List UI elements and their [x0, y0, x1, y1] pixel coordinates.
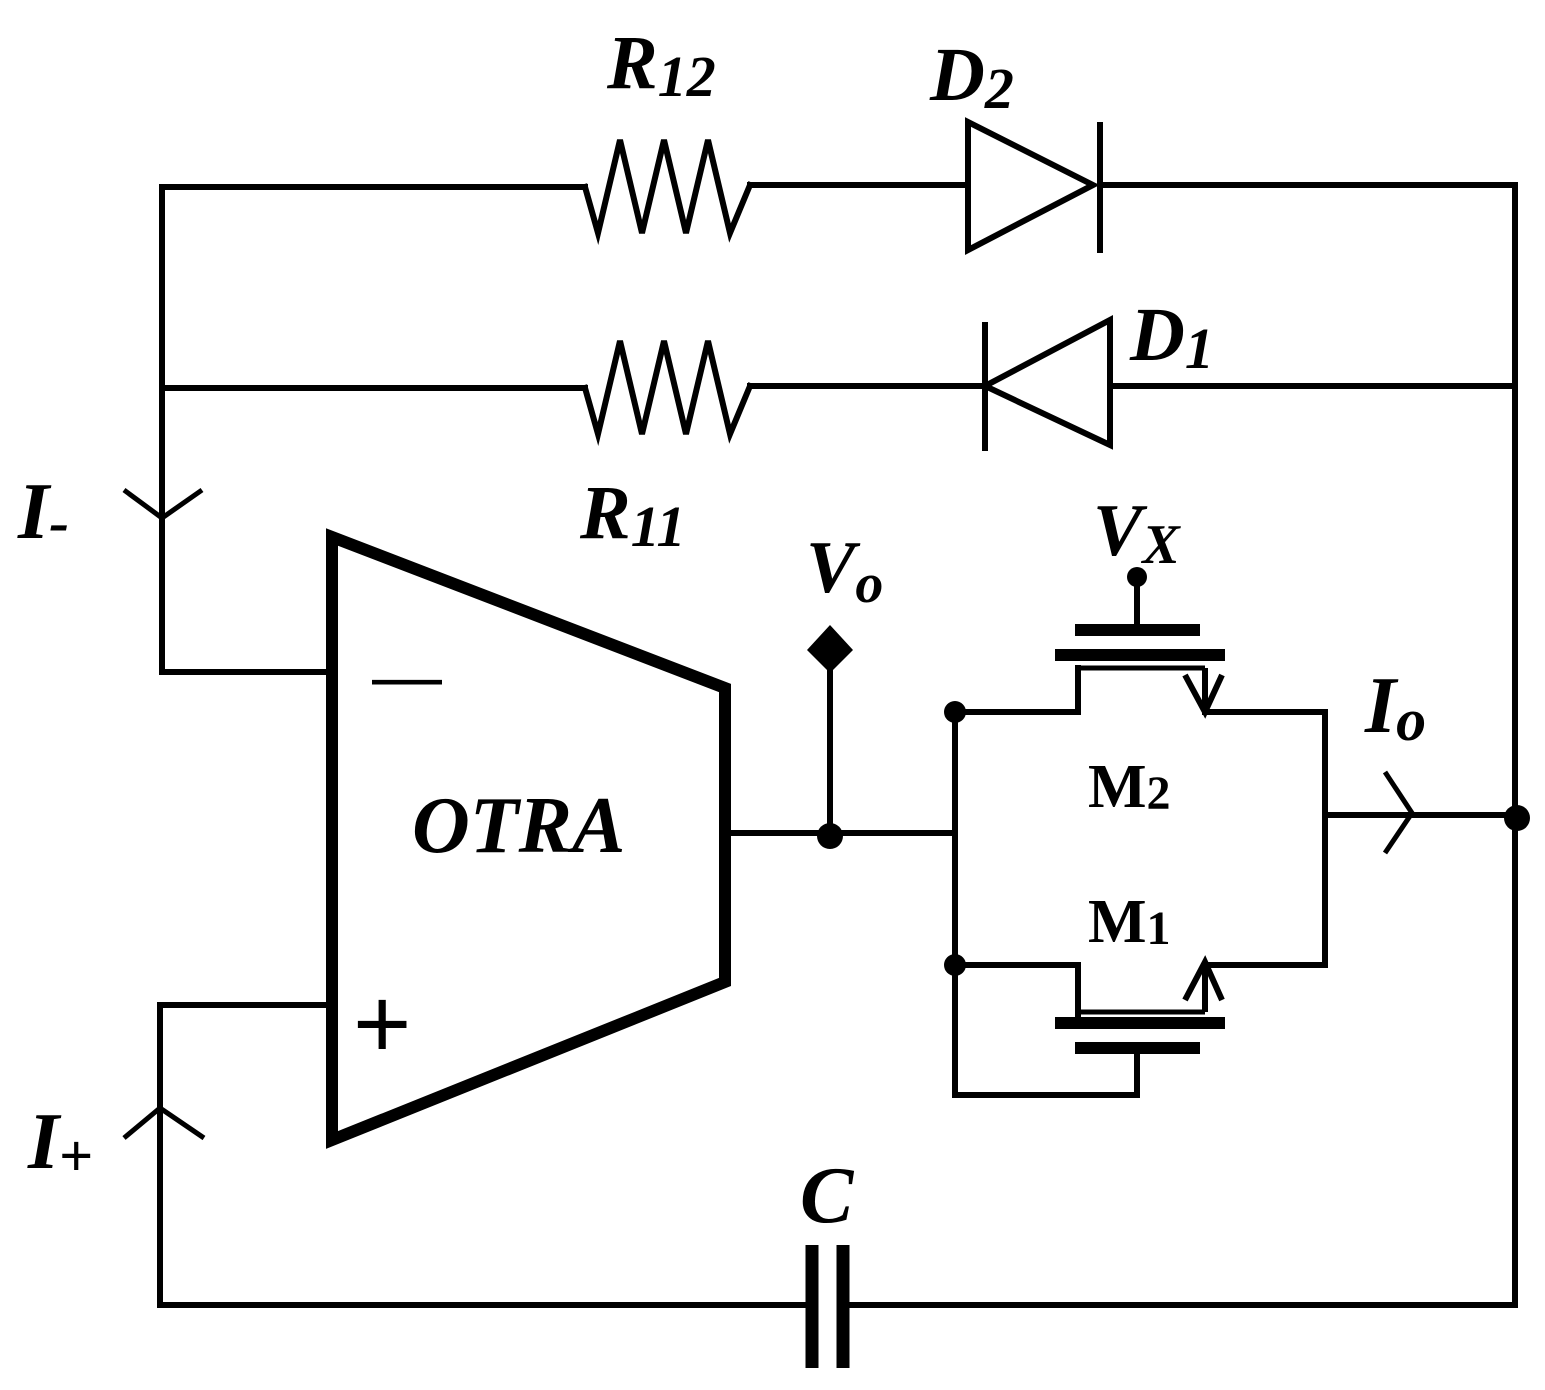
label-i-minus: I- — [17, 468, 69, 556]
junction-m2-bus — [944, 701, 966, 723]
diode-d1 — [978, 315, 1113, 451]
mosfet-m1 — [1055, 955, 1225, 1054]
wires — [157, 182, 1518, 1308]
label-r12: R12 — [606, 21, 716, 109]
label-i-plus-sub: + — [59, 1123, 93, 1189]
label-r11-main: R — [579, 471, 631, 555]
label-v-x: VX — [1093, 490, 1181, 576]
label-c: C — [800, 1152, 855, 1240]
wire-m2-right — [1202, 709, 1328, 968]
label-m2-sub: 2 — [1147, 767, 1171, 820]
label-m2: M2 — [1088, 753, 1171, 821]
label-i-plus-main: I — [27, 1098, 62, 1186]
label-m1: M1 — [1088, 888, 1171, 956]
label-v-x-main: V — [1093, 490, 1148, 572]
label-v-o-sub: o — [855, 553, 883, 615]
label-i-o-main: I — [1364, 662, 1399, 750]
label-m2-main: M — [1088, 753, 1147, 821]
wire-m2-left — [952, 665, 1081, 715]
label-plus-sign: + — [353, 968, 411, 1080]
label-r11-sub: 11 — [631, 494, 686, 559]
arrow-i-minus — [122, 487, 204, 522]
capacitor-c — [805, 1245, 850, 1368]
label-i-minus-main: I — [17, 468, 52, 556]
wire-mos-bus — [952, 709, 1140, 1098]
label-v-o: Vo — [806, 527, 883, 615]
resistor-r11 — [581, 340, 754, 446]
label-i-minus-sub: - — [49, 489, 69, 555]
junction-io — [1504, 805, 1530, 831]
junction-vo — [817, 823, 843, 849]
wire-m1-left — [952, 962, 1081, 1018]
label-v-o-main: V — [806, 527, 861, 609]
label-r12-sub: 12 — [658, 44, 716, 109]
label-r12-main: R — [606, 21, 658, 105]
label-d2-sub: 2 — [984, 56, 1014, 121]
label-otra: OTRA — [412, 782, 625, 870]
diode-d2 — [965, 117, 1103, 255]
label-i-o-sub: o — [1396, 687, 1426, 753]
otra-block — [326, 528, 731, 1149]
wire-minus-input — [159, 184, 328, 675]
label-d2-main: D — [929, 33, 985, 117]
label-r11: R11 — [579, 471, 686, 559]
arrow-i-plus — [122, 1104, 206, 1141]
vo-probe-terminal — [807, 625, 853, 673]
junction-m1-bus — [944, 954, 966, 976]
label-d1: D1 — [1129, 293, 1214, 381]
label-minus-sign: — — [372, 637, 442, 715]
label-m1-sub: 1 — [1147, 902, 1171, 955]
label-i-o: Io — [1364, 662, 1426, 753]
wire-plus-input — [157, 1002, 808, 1308]
label-m1-main: M — [1088, 888, 1147, 956]
label-v-x-sub: X — [1140, 514, 1181, 576]
arrow-i-o — [1382, 770, 1416, 855]
label-d1-main: D — [1129, 293, 1185, 377]
label-i-plus: I+ — [27, 1098, 93, 1189]
label-d1-sub: 1 — [1185, 316, 1214, 381]
wire-d2-right — [1097, 182, 1518, 1308]
label-d2: D2 — [929, 33, 1014, 121]
junction-vx — [1127, 567, 1147, 587]
mosfet-m2 — [1055, 624, 1225, 719]
resistor-r12 — [581, 139, 754, 245]
